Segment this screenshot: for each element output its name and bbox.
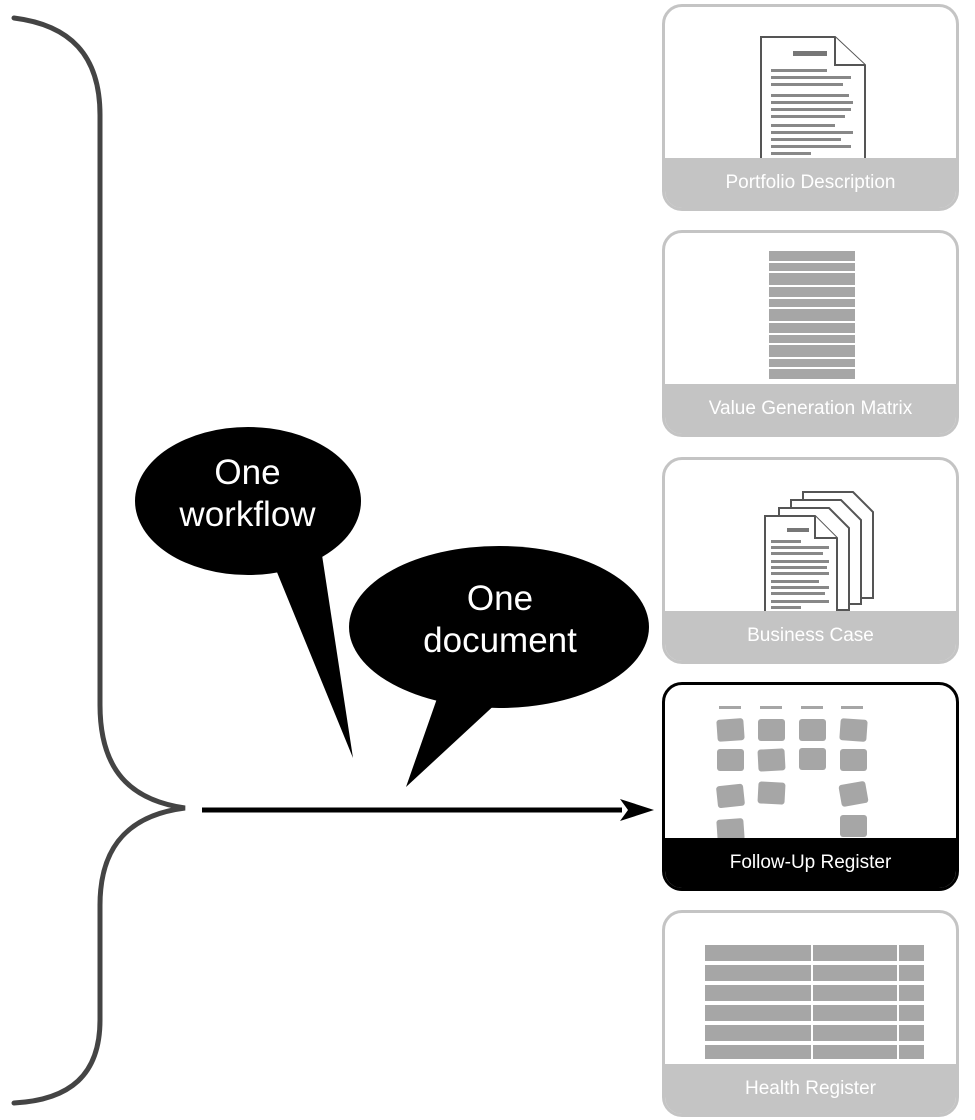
matrix-icon xyxy=(769,251,855,379)
card-business-case[interactable]: Business Case xyxy=(662,457,959,664)
bubble-text-workflow: One workflow xyxy=(179,453,316,534)
document-stack-icon xyxy=(764,491,874,617)
curly-brace xyxy=(11,15,186,1106)
card-label: Health Register xyxy=(665,1064,956,1114)
speech-bubble-document xyxy=(349,546,649,787)
arrow-head xyxy=(620,799,654,821)
card-health-register[interactable]: Health Register xyxy=(662,910,959,1117)
card-label: Portfolio Description xyxy=(665,158,956,208)
speech-bubble-workflow xyxy=(135,427,361,758)
document-icon xyxy=(760,36,866,164)
table-grid-icon xyxy=(705,945,924,1059)
card-label: Business Case xyxy=(665,611,956,661)
card-portfolio-description[interactable]: Portfolio Description xyxy=(662,4,959,211)
card-label: Value Generation Matrix xyxy=(665,384,956,434)
card-follow-up-register[interactable]: Follow-Up Register xyxy=(662,682,959,891)
card-label: Follow-Up Register xyxy=(665,838,956,888)
card-value-generation-matrix[interactable]: Value Generation Matrix xyxy=(662,230,959,437)
kanban-board-icon xyxy=(716,706,869,842)
bubble-text-document: One document xyxy=(423,579,577,660)
